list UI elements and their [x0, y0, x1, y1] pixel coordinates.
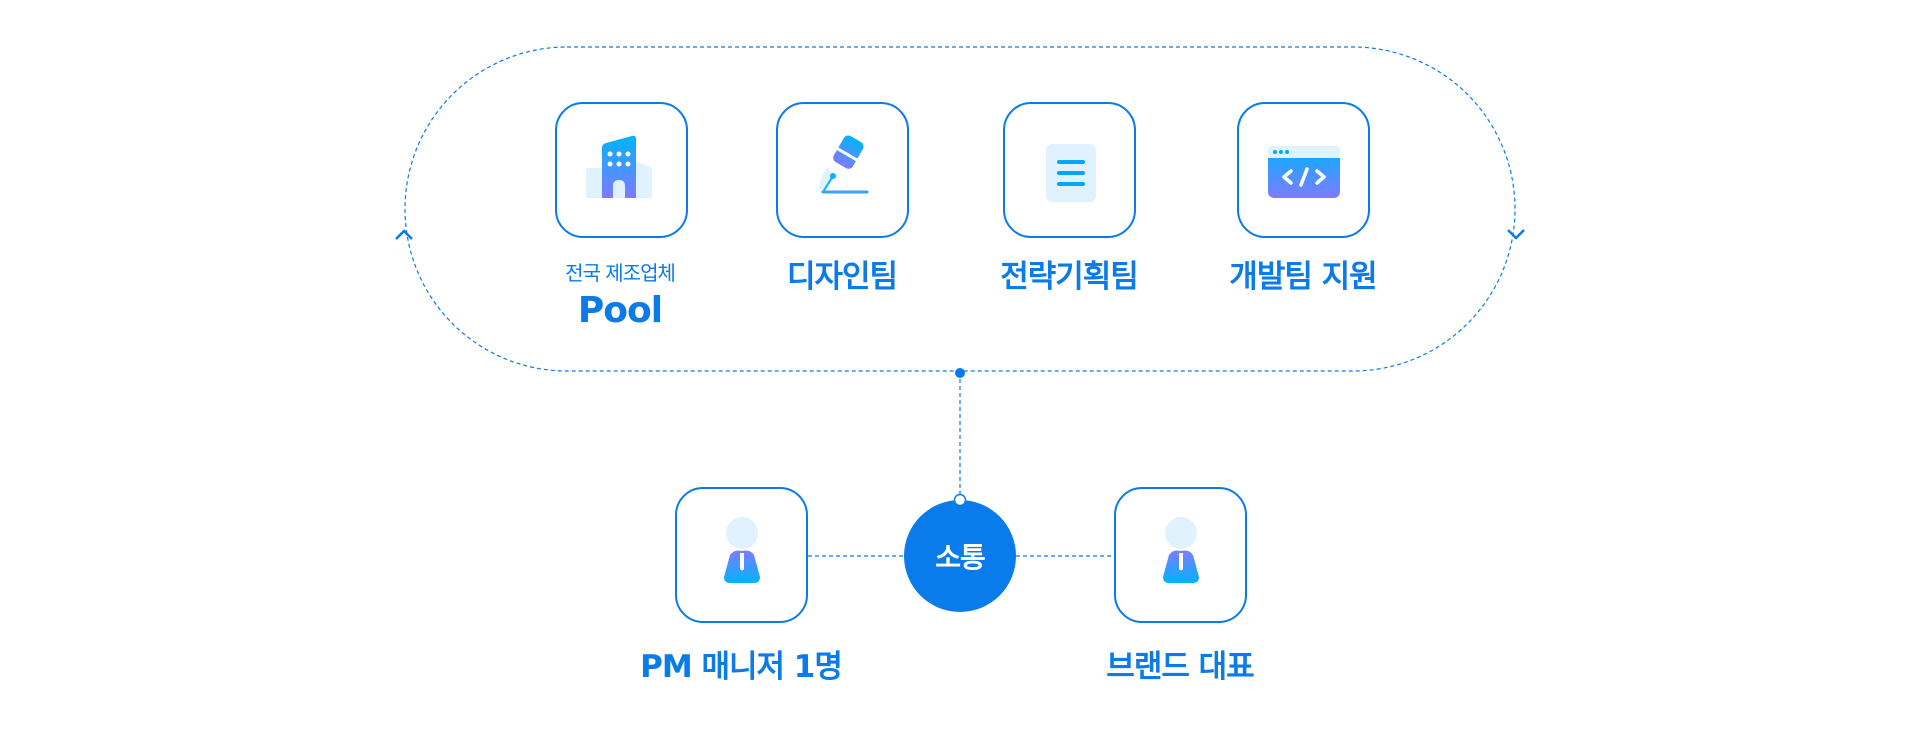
- pool-subtitle: 전국 제조업체: [565, 261, 676, 285]
- hub-top-dot: [953, 493, 967, 507]
- dev-team-card: [1237, 102, 1370, 238]
- brand-ceo-label: 브랜드 대표: [1106, 649, 1254, 685]
- person-icon: [723, 517, 760, 583]
- building-icon: [585, 135, 652, 198]
- dev-team-label: 개발팀 지원: [1229, 259, 1377, 295]
- chevron-down-icon: [1507, 229, 1525, 240]
- brand-ceo-card: [1114, 487, 1247, 623]
- hub-label: 소통: [935, 541, 986, 574]
- pm-manager-label: PM 매니저 1명: [640, 649, 843, 685]
- person-icon: [1162, 517, 1199, 583]
- connector-dot: [955, 368, 965, 378]
- design-team-label: 디자인팀: [786, 259, 898, 295]
- manufacturer-pool-card: [555, 102, 688, 238]
- pen-icon: [819, 135, 868, 194]
- communication-hub: 소통: [904, 500, 1016, 612]
- chevron-up-icon: [395, 229, 413, 240]
- notepad-icon: [1045, 134, 1096, 202]
- code-window-icon: [1267, 146, 1340, 198]
- strategy-team-label: 전략기획팀: [1000, 259, 1139, 295]
- pm-manager-card: [675, 487, 808, 623]
- pool-label: Pool: [577, 290, 663, 331]
- strategy-team-card: [1003, 102, 1136, 238]
- design-team-card: [776, 102, 909, 238]
